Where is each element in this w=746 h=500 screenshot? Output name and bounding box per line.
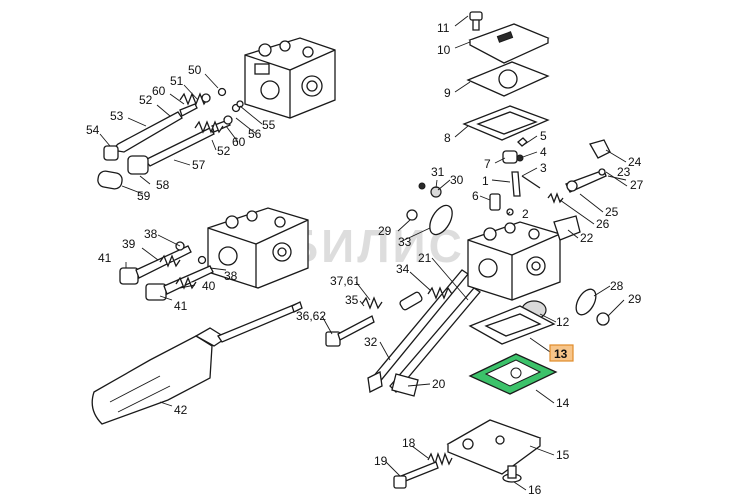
label-13: 13 bbox=[554, 347, 568, 361]
label-33: 33 bbox=[398, 235, 412, 249]
label-56: 56 bbox=[248, 127, 262, 141]
label-39: 39 bbox=[122, 237, 136, 251]
cover-10 bbox=[468, 23, 550, 64]
gasket-14 bbox=[468, 353, 558, 395]
label-42: 42 bbox=[174, 403, 188, 417]
screw-11 bbox=[469, 11, 483, 31]
spring-18 bbox=[427, 452, 453, 466]
shaft-20 bbox=[389, 287, 481, 397]
label-41b: 41 bbox=[174, 299, 188, 313]
label-21: 21 bbox=[418, 251, 432, 265]
screw-19 bbox=[393, 461, 439, 489]
label-5: 5 bbox=[540, 129, 547, 143]
label-59: 59 bbox=[137, 189, 151, 203]
label-3: 3 bbox=[540, 161, 547, 175]
label-26: 26 bbox=[596, 217, 610, 231]
label-55: 55 bbox=[262, 118, 276, 132]
label-34: 34 bbox=[396, 262, 410, 276]
springs-top-left bbox=[179, 87, 244, 134]
label-28: 28 bbox=[610, 279, 624, 293]
label-27: 27 bbox=[630, 178, 644, 192]
label-19: 19 bbox=[374, 454, 388, 468]
label-38a: 38 bbox=[144, 227, 158, 241]
lever-parts-22-27 bbox=[547, 139, 611, 241]
label-10: 10 bbox=[437, 43, 451, 57]
label-30: 30 bbox=[450, 173, 464, 187]
label-18: 18 bbox=[402, 436, 416, 450]
spring-34 bbox=[399, 286, 453, 311]
carburetor-body-middle bbox=[207, 207, 309, 289]
label-8: 8 bbox=[444, 131, 451, 145]
label-51: 51 bbox=[170, 74, 184, 88]
callout-labels: 11 10 9 8 5 4 7 3 1 6 2 31 30 29 33 21 2… bbox=[86, 21, 644, 497]
label-38b: 38 bbox=[224, 269, 238, 283]
screw-16 bbox=[502, 465, 522, 483]
label-40: 40 bbox=[202, 279, 216, 293]
label-53: 53 bbox=[110, 109, 124, 123]
label-58: 58 bbox=[156, 178, 170, 192]
carburetor-body-right bbox=[467, 221, 561, 301]
gasket-8 bbox=[462, 105, 550, 141]
needle-assembly-57 bbox=[127, 119, 231, 175]
label-52a: 52 bbox=[139, 93, 153, 107]
needle-assembly-53 bbox=[103, 103, 198, 161]
highlight-box-13 bbox=[549, 344, 574, 362]
label-24: 24 bbox=[628, 155, 642, 169]
diaphragm-9 bbox=[466, 61, 550, 97]
label-35: 35 bbox=[345, 293, 359, 307]
label-29b: 29 bbox=[628, 292, 642, 306]
label-9: 9 bbox=[444, 86, 451, 100]
label-1: 1 bbox=[482, 174, 489, 188]
label-6: 6 bbox=[472, 189, 479, 203]
cover-15 bbox=[446, 419, 542, 475]
screwdriver-42 bbox=[91, 301, 303, 425]
label-2: 2 bbox=[522, 207, 529, 221]
label-37-61: 37,61 bbox=[330, 274, 360, 288]
needles-middle-left bbox=[119, 241, 214, 301]
label-4: 4 bbox=[540, 145, 547, 159]
label-12: 12 bbox=[556, 315, 570, 329]
leader-lines bbox=[99, 15, 628, 491]
label-20: 20 bbox=[432, 377, 446, 391]
label-36-62: 36,62 bbox=[296, 309, 326, 323]
label-29a: 29 bbox=[378, 224, 392, 238]
o-ring-59 bbox=[97, 170, 123, 190]
small-parts-1-7 bbox=[489, 137, 541, 216]
label-32: 32 bbox=[364, 335, 378, 349]
label-54: 54 bbox=[86, 123, 100, 137]
label-16: 16 bbox=[528, 483, 542, 497]
label-7: 7 bbox=[484, 157, 491, 171]
label-22: 22 bbox=[580, 231, 594, 245]
screw-36 bbox=[325, 296, 383, 347]
label-15: 15 bbox=[556, 448, 570, 462]
carburetor-body-top bbox=[244, 37, 336, 119]
label-41a: 41 bbox=[98, 251, 112, 265]
label-52b: 52 bbox=[217, 144, 231, 158]
label-11: 11 bbox=[437, 21, 450, 35]
label-57: 57 bbox=[192, 158, 206, 172]
disc-28 bbox=[575, 288, 610, 326]
plate-13 bbox=[468, 305, 556, 345]
label-50: 50 bbox=[188, 63, 202, 77]
shaft-32 bbox=[367, 269, 469, 393]
label-31: 31 bbox=[431, 165, 445, 179]
label-60b: 60 bbox=[232, 135, 246, 149]
label-23: 23 bbox=[617, 165, 631, 179]
label-60a: 60 bbox=[152, 84, 166, 98]
label-14: 14 bbox=[556, 396, 570, 410]
label-25: 25 bbox=[605, 205, 619, 219]
